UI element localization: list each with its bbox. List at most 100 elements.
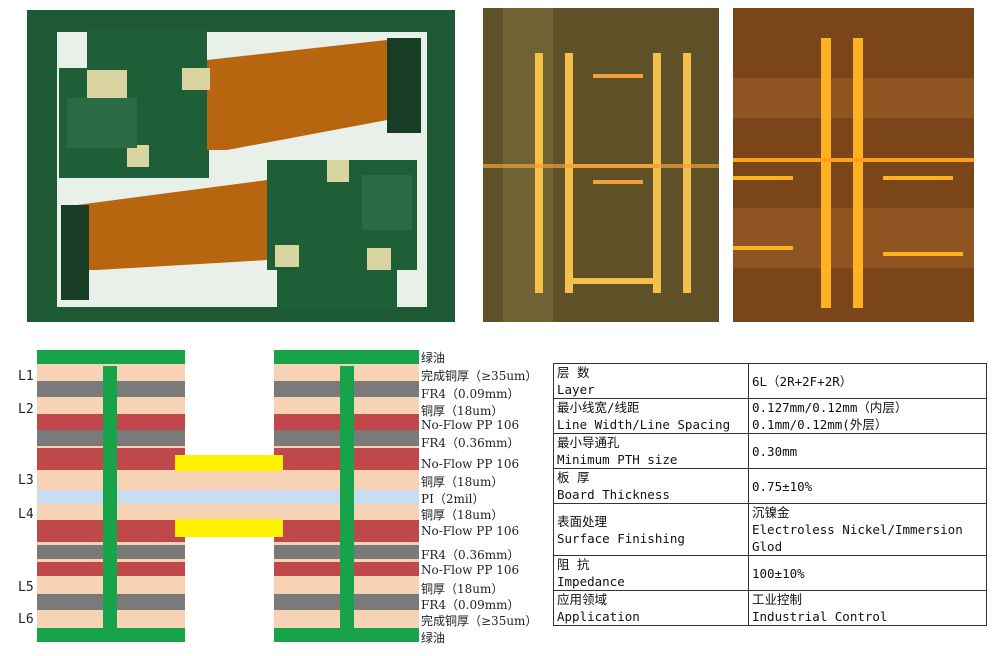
layer-band	[117, 430, 185, 446]
layer-band	[117, 562, 185, 576]
layer-band	[117, 520, 185, 542]
material-label: No-Flow PP 106	[421, 457, 520, 471]
material-label: FR4（0.36mm）	[421, 436, 520, 450]
spec-key-line: Board Thickness	[557, 487, 670, 502]
material-label: No-Flow PP 106	[421, 563, 520, 577]
layer-band	[274, 520, 340, 542]
layer-label: L4	[18, 507, 34, 522]
layer-band	[37, 594, 103, 610]
layer-band	[37, 520, 103, 542]
spec-key-line: Application	[557, 609, 640, 624]
cross-section-micrograph	[733, 8, 974, 322]
spec-table: 层 数 Layer 6L（2R+2F+2R） 最小线宽/线距 Line Width/Li…	[553, 363, 987, 626]
layer-label: L5	[18, 580, 34, 595]
spec-row: 阻 抗 Impedance 100±10%	[553, 555, 987, 591]
layer-band	[354, 594, 419, 610]
spec-key-line: 表面处理	[557, 513, 608, 529]
spec-key-line: Minimum PTH size	[557, 452, 678, 467]
spec-row: 应用领域 Application 工业控制 Industrial Control	[553, 590, 987, 626]
spec-key-line: 最小导通孔	[557, 435, 620, 450]
material-label: 绿油	[421, 631, 446, 645]
spec-key: 应用领域 Application	[553, 590, 749, 626]
layer-band	[37, 430, 103, 446]
layer-band	[354, 414, 419, 430]
spec-key-line: 板 厚	[557, 470, 590, 485]
spec-value: 100±10%	[748, 555, 987, 591]
layer-band	[354, 448, 419, 470]
spec-value-line: 工业控制	[752, 592, 803, 607]
material-label: 铜厚（18um）	[421, 508, 504, 522]
layer-label: L1	[18, 369, 34, 384]
spec-key: 最小线宽/线距 Line Width/Line Spacing	[553, 398, 749, 434]
layer-band	[274, 562, 340, 576]
spec-key-line: Line Width/Line Spacing	[557, 417, 731, 432]
polyimide-flex-band	[134, 490, 326, 504]
layer-band	[354, 545, 419, 559]
spec-key: 板 厚 Board Thickness	[553, 468, 749, 504]
spec-key-line: Surface Finishing	[557, 530, 685, 546]
layer-band	[117, 414, 185, 430]
spec-value: 工业控制 Industrial Control	[748, 590, 987, 626]
spec-key-line: 应用领域	[557, 592, 608, 607]
material-label: 铜厚（18um）	[421, 404, 504, 418]
layer-band	[354, 490, 419, 504]
material-label: 完成铜厚（≥35um）	[421, 369, 538, 383]
layer-band	[274, 594, 340, 610]
spec-value: 0.127mm/0.12mm（内层） 0.1mm/0.12mm(外层）	[748, 398, 987, 434]
layer-band	[354, 520, 419, 542]
spec-value-line: 沉镍金	[752, 505, 790, 520]
spec-key-line: 最小线宽/线距	[557, 400, 640, 415]
layer-band	[274, 381, 340, 397]
layer-label: L6	[18, 612, 34, 627]
spec-value-line: 6L（2R+2F+2R）	[752, 373, 853, 389]
spec-key-line: 阻 抗	[557, 557, 590, 572]
material-label: No-Flow PP 106	[421, 418, 520, 432]
spec-value-line: 100±10%	[752, 565, 805, 581]
spec-key: 阻 抗 Impedance	[553, 555, 749, 591]
layer-band	[37, 562, 103, 576]
layer-band	[37, 381, 103, 397]
spec-value-line: 0.127mm/0.12mm（内层）	[752, 400, 908, 415]
layer-band	[274, 545, 340, 559]
material-label: PI（2mil）	[421, 492, 485, 506]
material-label: FR4（0.09mm）	[421, 387, 520, 401]
layer-label: L2	[18, 402, 34, 417]
stackup-cross-section	[37, 350, 419, 642]
spec-key: 最小导通孔 Minimum PTH size	[553, 433, 749, 469]
layer-band	[37, 490, 103, 504]
spec-row: 最小导通孔 Minimum PTH size 0.30mm	[553, 433, 987, 469]
spec-value-line: 0.1mm/0.12mm(外层）	[752, 417, 888, 432]
layer-band	[117, 381, 185, 397]
stackup-diagram: L1 L2 L3 L4 L5 L6 绿油 完成铜厚（≥35um） FR4（0.0…	[0, 340, 545, 652]
spec-row: 最小线宽/线距 Line Width/Line Spacing 0.127mm/0.…	[553, 398, 987, 434]
spec-value-line: 0.30mm	[752, 443, 798, 459]
layer-band	[354, 381, 419, 397]
layer-band	[37, 448, 103, 470]
material-label: 绿油	[421, 351, 446, 365]
spec-key-line: Impedance	[557, 574, 625, 589]
spec-value-line: Glod	[752, 539, 783, 554]
cross-section-micrograph	[483, 8, 719, 322]
material-label: No-Flow PP 106	[421, 524, 520, 538]
material-label: 铜厚（18um）	[421, 582, 504, 596]
spec-key-line: 层 数	[557, 365, 590, 380]
material-label: FR4（0.09mm）	[421, 598, 520, 612]
rigid-flex-pcb-photo	[27, 10, 455, 322]
layer-band	[274, 414, 340, 430]
spec-value-line: Electroless Nickel/Immersion	[752, 522, 963, 537]
layer-band	[37, 545, 103, 559]
layer-label: L3	[18, 473, 34, 488]
spec-row: 板 厚 Board Thickness 0.75±10%	[553, 468, 987, 504]
material-label: FR4（0.36mm）	[421, 548, 520, 562]
layer-band	[117, 594, 185, 610]
spec-key: 层 数 Layer	[553, 363, 749, 399]
spec-key-line: Layer	[557, 382, 595, 397]
spec-value: 0.30mm	[748, 433, 987, 469]
layer-band	[354, 430, 419, 446]
spec-value-line: Industrial Control	[752, 609, 888, 624]
spec-row: 层 数 Layer 6L（2R+2F+2R）	[553, 363, 987, 399]
spec-value: 0.75±10%	[748, 468, 987, 504]
layer-band	[37, 414, 103, 430]
